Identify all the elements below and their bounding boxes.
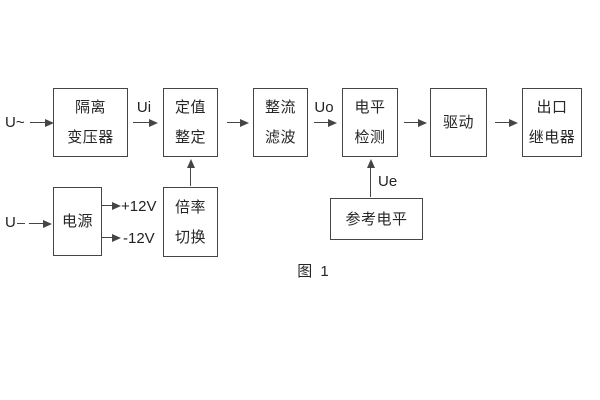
dc-input-dash bbox=[17, 223, 25, 224]
label-ui-signal: Ui bbox=[136, 99, 152, 116]
block-ratio-switch-line2: 切换 bbox=[174, 228, 206, 246]
arrow-rectifier-to-detector bbox=[314, 118, 337, 127]
label-positive-rail: +12V bbox=[121, 198, 157, 215]
label-ue-signal: Ue bbox=[378, 173, 398, 190]
block-setting-adjust-line2: 整定 bbox=[174, 129, 206, 146]
block-isolation-transformer-line2: 变压器 bbox=[67, 129, 114, 146]
block-power-supply: 电源 bbox=[53, 187, 102, 256]
block-rectify-filter-line1: 整流 bbox=[264, 99, 296, 116]
label-uo-signal: Uo bbox=[314, 99, 334, 116]
block-level-detect-line1: 电平 bbox=[354, 99, 386, 116]
arrow-detector-to-drive bbox=[404, 118, 427, 127]
label-dc-input: U bbox=[5, 214, 16, 231]
block-drive: 驱动 bbox=[430, 88, 487, 157]
block-level-detect: 电平 检测 bbox=[342, 88, 398, 157]
block-output-relay: 出口 继电器 bbox=[522, 88, 582, 157]
block-drive-label: 驱动 bbox=[442, 114, 474, 131]
block-isolation-transformer-line1: 隔离 bbox=[74, 99, 106, 116]
arrow-reference-to-detector bbox=[366, 159, 375, 197]
block-level-detect-line2: 检测 bbox=[354, 129, 386, 146]
arrow-ratio-switch-to-setting bbox=[186, 159, 195, 186]
block-output-relay-line1: 出口 bbox=[536, 99, 568, 116]
arrow-power-to-negative-rail bbox=[102, 233, 121, 242]
block-ratio-switch: 倍率 切换 bbox=[163, 187, 218, 257]
arrow-setting-to-rectifier bbox=[227, 118, 249, 127]
block-setting-adjust-line1: 定值 bbox=[174, 99, 206, 116]
block-isolation-transformer: 隔离 变压器 bbox=[53, 88, 128, 157]
block-output-relay-line2: 继电器 bbox=[528, 129, 576, 146]
block-rectify-filter: 整流 滤波 bbox=[253, 88, 308, 157]
block-reference-level-label: 参考电平 bbox=[345, 210, 408, 228]
label-negative-rail: -12V bbox=[123, 230, 155, 247]
block-ratio-switch-line1: 倍率 bbox=[174, 198, 206, 216]
block-setting-adjust: 定值 整定 bbox=[163, 88, 218, 157]
figure-caption: 图 1 bbox=[297, 263, 331, 280]
arrow-dc-input-to-power bbox=[29, 219, 52, 228]
block-power-supply-label: 电源 bbox=[61, 213, 93, 230]
label-ac-input: U~ bbox=[5, 114, 25, 131]
arrow-transformer-to-setting bbox=[133, 118, 158, 127]
arrow-power-to-positive-rail bbox=[102, 201, 121, 210]
arrow-drive-to-relay bbox=[495, 118, 518, 127]
arrow-ac-input-to-transformer bbox=[30, 118, 54, 127]
block-rectify-filter-line2: 滤波 bbox=[264, 129, 296, 146]
block-reference-level: 参考电平 bbox=[330, 198, 423, 240]
